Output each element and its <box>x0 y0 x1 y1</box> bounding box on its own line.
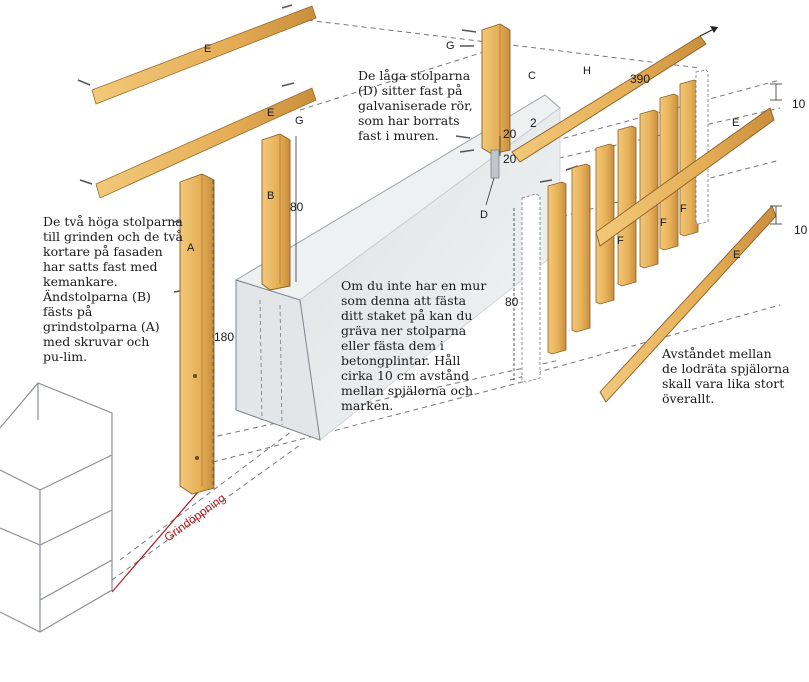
post-c <box>481 23 511 179</box>
rail-e-right <box>595 107 775 247</box>
dim-10-top: 10 <box>792 97 806 111</box>
slat <box>659 93 679 251</box>
label-d: D <box>480 209 488 221</box>
post-b <box>261 133 291 291</box>
label-e-right: E <box>732 117 739 129</box>
dimension-lines <box>499 83 782 380</box>
rail-e-top <box>91 5 317 105</box>
slat <box>639 109 659 269</box>
label-e-top: E <box>204 43 211 55</box>
rail-e-second <box>95 87 317 199</box>
label-c: C <box>528 70 536 82</box>
pipe-d-leader <box>485 177 495 206</box>
dim-20-a: 20 <box>503 127 517 141</box>
gate-frame-outline <box>0 382 113 633</box>
label-e-lower: E <box>733 249 740 261</box>
label-g-right: G <box>446 40 455 52</box>
post-a <box>179 173 215 495</box>
note-no-wall: Om du inte har en mur som denna att fäst… <box>341 278 487 413</box>
label-a: A <box>187 242 195 254</box>
slats <box>521 69 709 383</box>
slat <box>571 163 591 333</box>
slat <box>617 125 637 287</box>
dim-10-lower: 10 <box>794 223 808 237</box>
dim-390: 390 <box>630 72 650 86</box>
note-low-posts: De låga stolparna (D) sitter fast på gal… <box>358 68 473 143</box>
dim-180: 180 <box>214 330 234 344</box>
label-h: H <box>583 65 591 77</box>
slat-ghost <box>695 69 709 225</box>
screws <box>77 4 579 293</box>
label-b: B <box>267 190 274 202</box>
gate-opening-line <box>111 477 211 593</box>
slat-ghost <box>521 193 541 383</box>
gate-opening-label: Grindöppning <box>162 491 229 545</box>
dim-80-fence: 80 <box>505 295 519 309</box>
dim-80-post: 80 <box>290 200 304 214</box>
slat <box>595 143 615 305</box>
label-e-second: E <box>267 107 274 119</box>
dim-2: 2 <box>530 116 537 130</box>
dim-20-b: 20 <box>503 152 517 166</box>
note-spacing: Avståndet mellan de lodräta spjälorna sk… <box>662 346 790 406</box>
label-f2: F <box>660 217 667 229</box>
slat <box>547 181 567 355</box>
label-f3: F <box>680 203 687 215</box>
note-high-posts: De två höga stolparna till grinden och d… <box>43 214 183 364</box>
label-g-left: G <box>295 115 304 127</box>
slat <box>679 79 699 237</box>
concrete-wall <box>234 94 561 441</box>
label-f1: F <box>617 235 624 247</box>
rail-h <box>511 26 718 163</box>
